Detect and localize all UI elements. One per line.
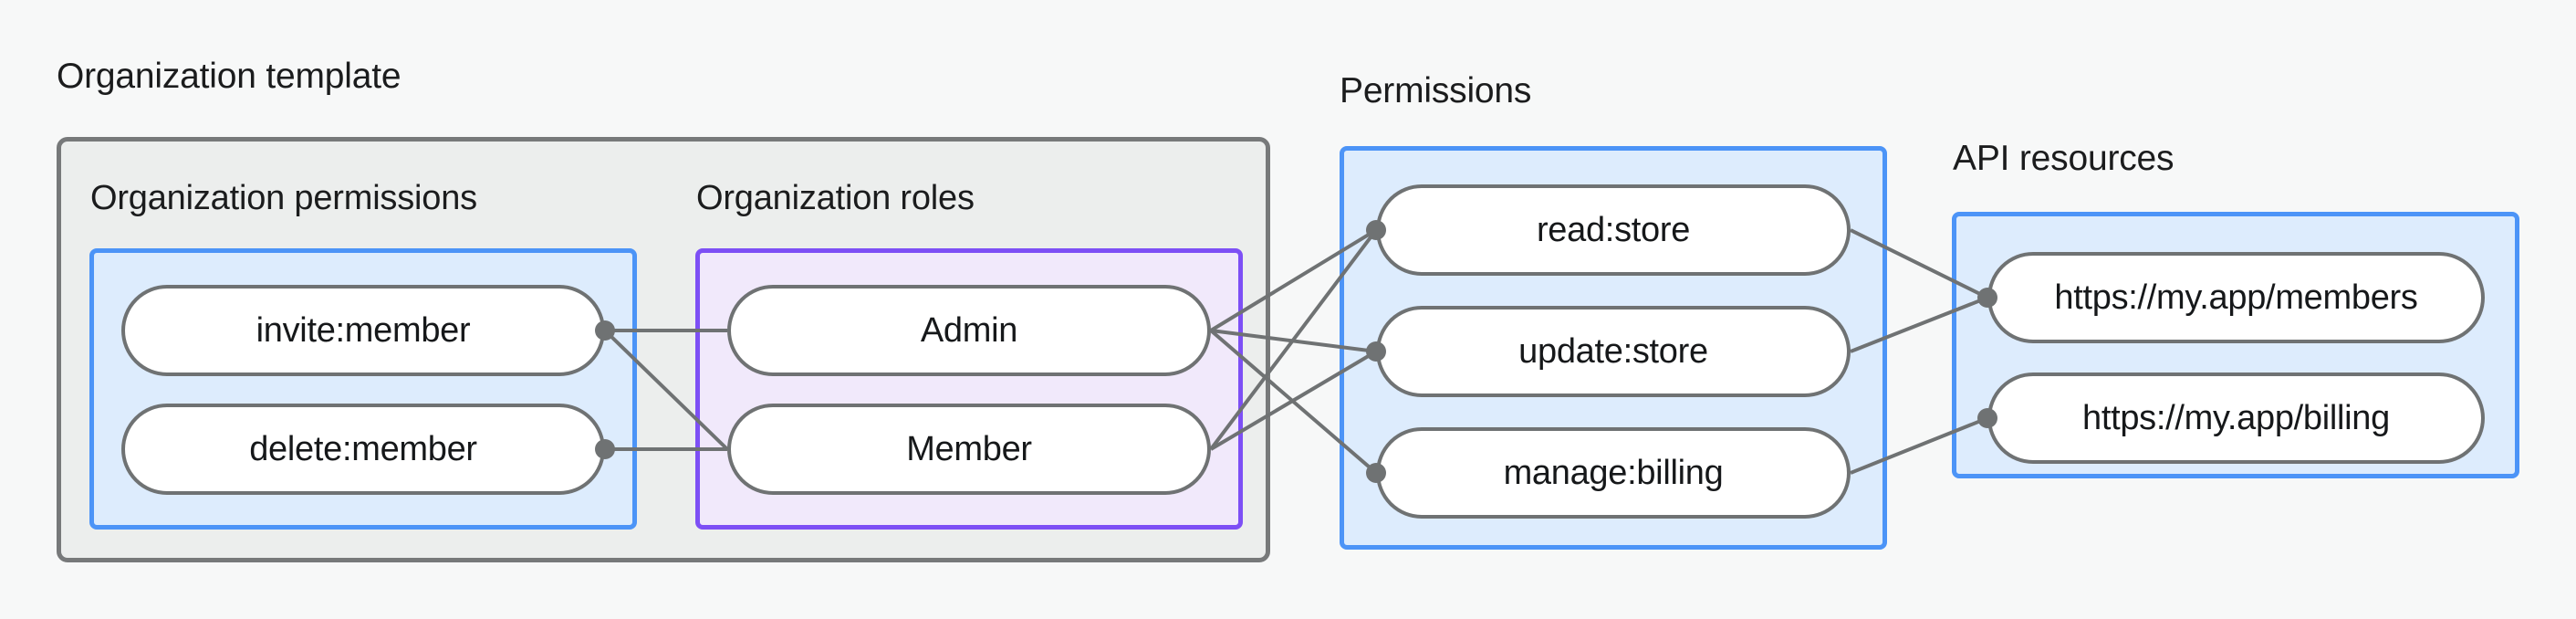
- pill-org-permission-invite-member[interactable]: invite:member: [121, 285, 605, 376]
- pill-permission-update-store[interactable]: update:store: [1376, 306, 1851, 397]
- pill-org-role-member[interactable]: Member: [727, 404, 1211, 495]
- pill-org-permission-delete-member[interactable]: delete:member: [121, 404, 605, 495]
- group-label-api-resources: API resources: [1953, 139, 2174, 178]
- subgroup-label-organization-roles: Organization roles: [696, 179, 975, 217]
- subgroup-label-organization-permissions: Organization permissions: [90, 179, 477, 217]
- group-label-permissions: Permissions: [1340, 71, 1532, 110]
- pill-permission-manage-billing[interactable]: manage:billing: [1376, 427, 1851, 519]
- group-label-organization-template: Organization template: [57, 57, 402, 96]
- pill-permission-read-store[interactable]: read:store: [1376, 184, 1851, 276]
- pill-api-resource-billing[interactable]: https://my.app/billing: [1987, 372, 2485, 464]
- pill-org-role-admin[interactable]: Admin: [727, 285, 1211, 376]
- pill-api-resource-members[interactable]: https://my.app/members: [1987, 252, 2485, 343]
